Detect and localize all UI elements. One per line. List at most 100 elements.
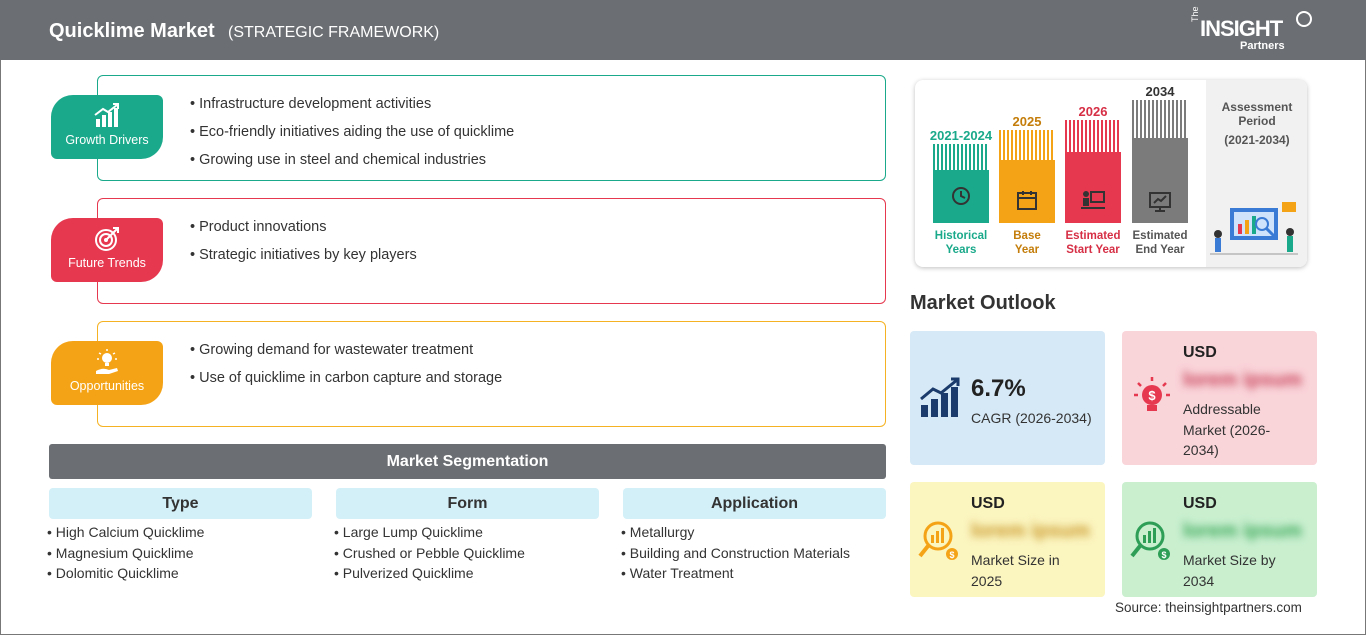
bar-stripes [933, 144, 989, 170]
analysts-illustration-icon [1210, 202, 1298, 255]
label-line: 2025 [971, 572, 1003, 589]
monitor-chart-icon [1149, 192, 1171, 212]
bar-stripes [999, 130, 1055, 160]
market-size-2034-card: USD lorem ipsum $ Market Size by 2034 [1122, 482, 1317, 597]
timeline-caption: Estimated End Year [1112, 229, 1208, 257]
assessment-line-2: Period [1238, 114, 1276, 128]
target-icon [95, 227, 119, 251]
magnifier-money-icon: $ [1130, 521, 1170, 560]
segment-heading-application: Application [623, 488, 886, 519]
future-trends-list: Product innovations Strategic initiative… [190, 219, 417, 275]
timeline-caption: Historical Years [913, 229, 1009, 257]
calendar-icon [1017, 191, 1037, 210]
segment-heading-type: Type [49, 488, 312, 519]
currency-label: USD [971, 495, 1005, 512]
lightbulb-dollar-icon: $ [1134, 377, 1170, 411]
growth-drivers-list: Infrastructure development activities Ec… [190, 96, 514, 180]
list-item: Large Lump Quicklime [334, 524, 525, 545]
list-item: Building and Construction Materials [621, 545, 850, 566]
growth-drivers-label: Growth Drivers [65, 133, 149, 147]
market-size-2034-label: Market Size by 2034 [1183, 550, 1276, 591]
list-item: Use of quicklime in carbon capture and s… [190, 370, 502, 398]
timeline-year: 2034 [1145, 84, 1175, 99]
segment-heading-form: Form [336, 488, 599, 519]
logo-partners: Partners [1240, 40, 1285, 52]
assessment-line-1: Assessment [1221, 100, 1293, 114]
magnifier-money-icon: $ [918, 521, 958, 560]
addressable-market-card: USD lorem ipsum $ Addressable Market (20… [1122, 331, 1317, 465]
list-item: Dolomitic Quicklime [47, 565, 204, 586]
list-item: Crushed or Pebble Quicklime [334, 545, 525, 566]
market-outlook-title: Market Outlook [910, 292, 1056, 314]
caption-line: Years [945, 244, 977, 256]
bar-stripes [1065, 120, 1121, 152]
blurred-value: lorem ipsum [971, 520, 1090, 542]
future-trends-box: Product innovations Strategic initiative… [97, 198, 886, 304]
segment-list-form: Large Lump Quicklime Crushed or Pebble Q… [334, 524, 525, 586]
lightbulb-hand-icon [96, 349, 118, 374]
currency-label: USD [1183, 495, 1217, 512]
logo-mark-icon [1296, 11, 1312, 27]
cagr-card: 6.7% CAGR (2026-2034) [910, 331, 1105, 465]
caption-line: Start Year [1066, 244, 1120, 256]
svg-text:$: $ [1148, 388, 1156, 403]
label-line: Market (2026- [1183, 421, 1271, 438]
timeline-year: 2021-2024 [929, 128, 993, 143]
cagr-value: 6.7% [971, 375, 1026, 402]
bar-solid [999, 160, 1055, 223]
cagr-label: CAGR (2026-2034) [971, 410, 1092, 426]
list-item: Eco-friendly initiatives aiding the use … [190, 124, 514, 152]
list-item: High Calcium Quicklime [47, 524, 205, 545]
future-trends-tag: Future Trends [51, 218, 163, 282]
growth-drivers-tag: Growth Drivers [51, 95, 163, 159]
history-icon [952, 187, 970, 205]
list-item: Growing use in steel and chemical indust… [190, 152, 514, 180]
segment-list-type: High Calcium Quicklime Magnesium Quickli… [47, 524, 205, 586]
label-line: 2034) [1183, 442, 1219, 458]
list-item: Infrastructure development activities [190, 96, 514, 124]
market-size-2025-card: USD lorem ipsum $ Market Size in 2025 [910, 482, 1105, 597]
list-item: Metallurgy [621, 524, 850, 545]
market-segmentation-bar: Market Segmentation [49, 444, 886, 479]
blurred-value: lorem ipsum [1183, 369, 1302, 391]
future-trends-label: Future Trends [68, 256, 146, 270]
list-item: Water Treatment [621, 565, 850, 586]
list-item: Pulverized Quicklime [334, 565, 525, 586]
source-citation: Source: theinsightpartners.com [1115, 600, 1302, 615]
caption-line: End Year [1135, 244, 1185, 256]
opportunities-box: Growing demand for wastewater treatment … [97, 321, 886, 427]
opportunities-list: Growing demand for wastewater treatment … [190, 342, 502, 398]
opportunities-label: Opportunities [69, 379, 145, 393]
label-line: 2034 [1183, 572, 1215, 589]
market-size-2025-label: Market Size in 2025 [971, 550, 1060, 591]
assessment-line-3: (2021-2034) [1224, 133, 1290, 147]
caption-line: Base [1013, 230, 1041, 242]
timeline-year: 2025 [1012, 114, 1042, 129]
growth-chart-icon [920, 377, 960, 417]
insight-partners-logo: The INSIGHT Partners [1188, 6, 1318, 54]
timeline-caption: Estimated Start Year [1045, 229, 1141, 257]
caption-line: Historical [934, 230, 988, 242]
header-bar: Quicklime Market (STRATEGIC FRAMEWORK) T… [0, 0, 1366, 60]
label-line: Market Size in [971, 552, 1060, 568]
logo-insight: INSIGHT [1200, 16, 1283, 41]
caption-line: Year [1014, 244, 1040, 256]
list-item: Product innovations [190, 219, 417, 247]
blurred-value: lorem ipsum [1183, 520, 1302, 542]
label-line: Addressable [1183, 401, 1261, 417]
logo-the: The [1190, 6, 1200, 22]
svg-text:$: $ [1161, 550, 1166, 560]
svg-text:$: $ [949, 550, 954, 560]
page-title: Quicklime Market [49, 20, 215, 42]
bar-stripes [1132, 100, 1188, 138]
growth-drivers-box: Infrastructure development activities Ec… [97, 75, 886, 181]
caption-line: Estimated [1065, 230, 1121, 242]
growth-chart-icon [94, 103, 119, 127]
list-item: Magnesium Quicklime [47, 545, 204, 566]
presentation-icon [1081, 191, 1105, 209]
page-subtitle: (STRATEGIC FRAMEWORK) [228, 24, 440, 41]
segment-list-application: Metallurgy Building and Construction Mat… [621, 524, 850, 586]
bar-solid [1065, 152, 1121, 223]
opportunities-tag: Opportunities [51, 341, 163, 405]
bar-solid [933, 170, 989, 223]
